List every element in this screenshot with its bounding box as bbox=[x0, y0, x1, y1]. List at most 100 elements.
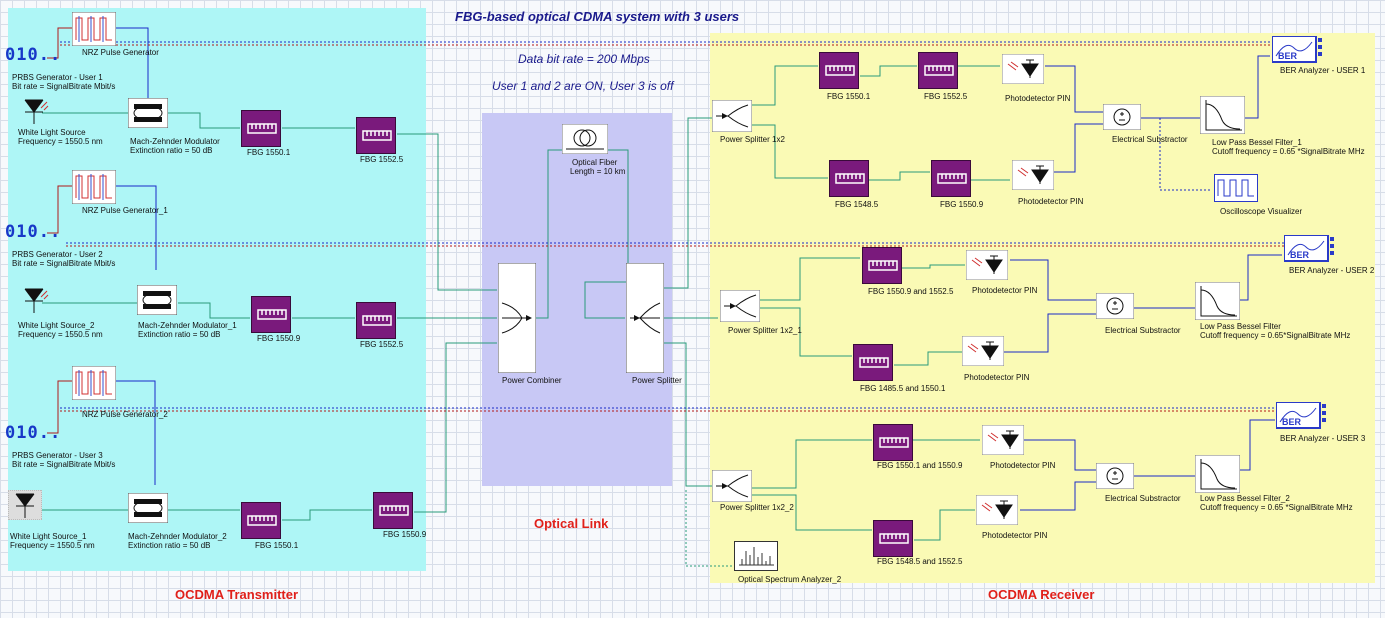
power-splitter-icon[interactable] bbox=[626, 263, 664, 373]
fbg-label: FBG 1552.5 bbox=[924, 92, 968, 101]
ber-icon-text: BER bbox=[1282, 417, 1302, 427]
filter-name: Low Pass Bessel Filter_1 bbox=[1212, 138, 1302, 147]
fbg-label: FBG 1550.1 bbox=[247, 148, 291, 157]
oscilloscope-label: Oscilloscope Visualizer bbox=[1220, 207, 1303, 216]
ber-analyzer-icon[interactable] bbox=[1276, 402, 1328, 430]
substractor-label: Electrical Substractor bbox=[1105, 326, 1181, 335]
power-splitter-1x2-icon[interactable] bbox=[712, 470, 752, 502]
nrz-pulse-generator-icon[interactable] bbox=[72, 366, 116, 400]
optical-spectrum-analyzer-icon[interactable] bbox=[734, 541, 778, 571]
optical-fiber-icon[interactable] bbox=[562, 124, 608, 154]
photodetector-icon[interactable] bbox=[1002, 54, 1044, 84]
filter-param: Cutoff frequency = 0.65 *SignalBitrate M… bbox=[1212, 147, 1365, 156]
fbg-filter-icon[interactable] bbox=[356, 302, 396, 339]
mzm-name: Mach-Zehnder Modulator_2 bbox=[128, 532, 227, 541]
power-splitter-label: Power Splitter bbox=[632, 376, 682, 385]
prbs-param: Bit rate = SignalBitrate Mbit/s bbox=[12, 460, 116, 469]
fbg-filter-icon[interactable] bbox=[931, 160, 971, 197]
electrical-substractor-icon[interactable] bbox=[1096, 293, 1134, 319]
fbg-label: FBG 1548.5 bbox=[835, 200, 879, 209]
fbg-label: FBG 1550.1 bbox=[255, 541, 299, 550]
fbg-label: FBG 1552.5 bbox=[360, 340, 404, 349]
mzm-name: Mach-Zehnder Modulator_1 bbox=[138, 321, 237, 330]
filter-name: Low Pass Bessel Filter_2 bbox=[1200, 494, 1290, 503]
fbg-filter-icon[interactable] bbox=[873, 520, 913, 557]
fbg-filter-icon[interactable] bbox=[373, 492, 413, 529]
ber-analyzer-icon[interactable] bbox=[1272, 36, 1324, 64]
fbg-filter-icon[interactable] bbox=[829, 160, 869, 197]
photodetector-icon[interactable] bbox=[1012, 160, 1054, 190]
fbg-filter-icon[interactable] bbox=[356, 117, 396, 154]
fbg-filter-icon[interactable] bbox=[853, 344, 893, 381]
fbg-label: FBG 1550.9 bbox=[257, 334, 301, 343]
power-combiner-icon[interactable] bbox=[498, 263, 536, 373]
light-name: White Light Source_1 bbox=[10, 532, 87, 541]
photodetector-label: Photodetector PIN bbox=[990, 461, 1056, 470]
ber-label: BER Analyzer - USER 1 bbox=[1280, 66, 1366, 75]
mach-zehnder-modulator-icon[interactable] bbox=[137, 285, 177, 315]
transmitter-region bbox=[8, 8, 426, 571]
oscilloscope-icon[interactable] bbox=[1214, 174, 1258, 202]
photodetector-label: Photodetector PIN bbox=[972, 286, 1038, 295]
fbg-filter-icon[interactable] bbox=[241, 110, 281, 147]
prbs-name: PRBS Generator - User 1 bbox=[12, 73, 103, 82]
power-splitter-1x2-icon[interactable] bbox=[720, 290, 760, 322]
low-pass-filter-icon[interactable] bbox=[1195, 455, 1240, 493]
photodetector-icon[interactable] bbox=[982, 425, 1024, 455]
white-light-source-icon[interactable] bbox=[15, 287, 49, 315]
fbg-label: FBG 1550.1 bbox=[827, 92, 871, 101]
photodetector-label: Photodetector PIN bbox=[964, 373, 1030, 382]
fbg-filter-icon[interactable] bbox=[251, 296, 291, 333]
substractor-label: Electrical Substractor bbox=[1105, 494, 1181, 503]
filter-name: Low Pass Bessel Filter bbox=[1200, 322, 1281, 331]
fbg-filter-icon[interactable] bbox=[918, 52, 958, 89]
prbs-name: PRBS Generator - User 2 bbox=[12, 250, 103, 259]
prbs-name: PRBS Generator - User 3 bbox=[12, 451, 103, 460]
nrz-pulse-generator-icon[interactable] bbox=[72, 170, 116, 204]
photodetector-icon[interactable] bbox=[976, 495, 1018, 525]
fbg-filter-icon[interactable] bbox=[862, 247, 902, 284]
fbg-filter-icon[interactable] bbox=[819, 52, 859, 89]
photodetector-label: Photodetector PIN bbox=[1005, 94, 1071, 103]
ber-label: BER Analyzer - USER 3 bbox=[1280, 434, 1366, 443]
ber-icon-text: BER bbox=[1290, 250, 1310, 260]
light-param: Frequency = 1550.5 nm bbox=[18, 137, 103, 146]
bit-rate-note: Data bit rate = 200 Mbps bbox=[518, 52, 650, 66]
filter-param: Cutoff frequency = 0.65 *SignalBitrate M… bbox=[1200, 503, 1353, 512]
electrical-substractor-icon[interactable] bbox=[1096, 463, 1134, 489]
ber-analyzer-icon[interactable] bbox=[1284, 235, 1336, 263]
prbs-generator-icon[interactable]: 010.. bbox=[5, 423, 62, 443]
fbg-filter-icon[interactable] bbox=[241, 502, 281, 539]
photodetector-icon[interactable] bbox=[966, 250, 1008, 280]
prbs-param: Bit rate = SignalBitrate Mbit/s bbox=[12, 259, 116, 268]
electrical-substractor-icon[interactable] bbox=[1103, 104, 1141, 130]
nrz-label: NRZ Pulse Generator_1 bbox=[82, 206, 168, 215]
white-light-source-icon[interactable] bbox=[15, 98, 49, 126]
nrz-pulse-generator-icon[interactable] bbox=[72, 12, 116, 46]
mzm-name: Mach-Zehnder Modulator bbox=[130, 137, 220, 146]
mzm-param: Extinction ratio = 50 dB bbox=[138, 330, 221, 339]
prbs-generator-icon[interactable]: 010.. bbox=[5, 45, 62, 65]
splitter-label: Power Splitter 1x2_1 bbox=[728, 326, 802, 335]
diagram-title: FBG-based optical CDMA system with 3 use… bbox=[455, 9, 740, 24]
photodetector-icon[interactable] bbox=[962, 336, 1004, 366]
ber-icon-text: BER bbox=[1278, 51, 1298, 61]
mach-zehnder-modulator-icon[interactable] bbox=[128, 98, 168, 128]
filter-param: Cutoff frequency = 0.65*SignalBitrate MH… bbox=[1200, 331, 1351, 340]
prbs-generator-icon[interactable]: 010.. bbox=[5, 222, 62, 242]
nrz-label: NRZ Pulse Generator_2 bbox=[82, 410, 168, 419]
low-pass-filter-icon[interactable] bbox=[1200, 96, 1245, 134]
mzm-param: Extinction ratio = 50 dB bbox=[128, 541, 211, 550]
white-light-source-icon[interactable] bbox=[8, 490, 42, 520]
fbg-filter-icon[interactable] bbox=[873, 424, 913, 461]
link-section-label: Optical Link bbox=[534, 516, 609, 531]
power-splitter-1x2-icon[interactable] bbox=[712, 100, 752, 132]
receiver-section-label: OCDMA Receiver bbox=[988, 587, 1095, 602]
fiber-param: Length = 10 km bbox=[570, 167, 626, 176]
ber-label: BER Analyzer - USER 2 bbox=[1289, 266, 1375, 275]
low-pass-filter-icon[interactable] bbox=[1195, 282, 1240, 320]
mach-zehnder-modulator-icon[interactable] bbox=[128, 493, 168, 523]
power-combiner-label: Power Combiner bbox=[502, 376, 562, 385]
mzm-param: Extinction ratio = 50 dB bbox=[130, 146, 213, 155]
